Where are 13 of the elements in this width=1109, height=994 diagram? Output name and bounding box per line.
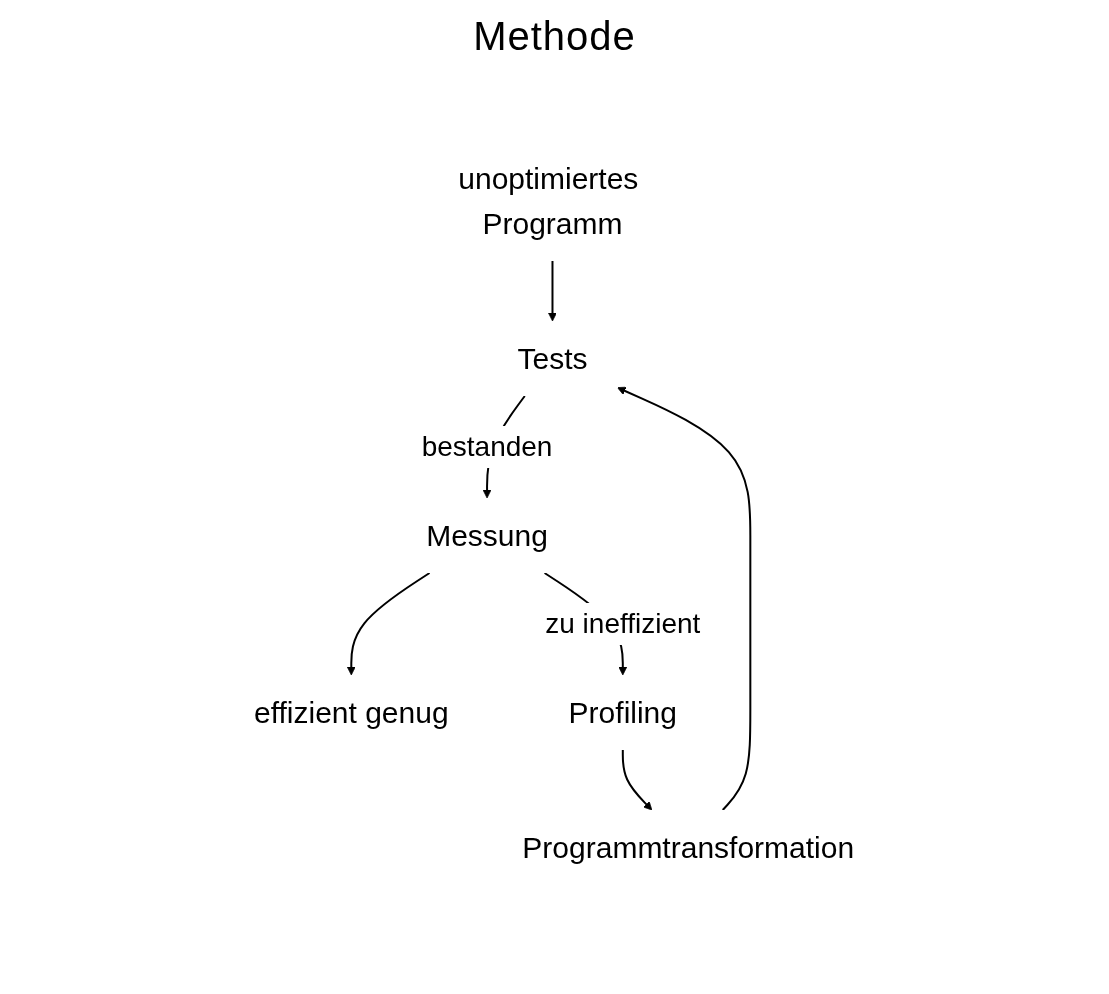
- edge-label: bestanden: [422, 431, 553, 462]
- arrow: [548, 260, 558, 322]
- arrow: [617, 386, 752, 811]
- node-text: Programmtransformation: [522, 831, 855, 864]
- node-text: unoptimiertes Programm: [458, 162, 639, 240]
- arrow: [622, 749, 653, 811]
- diagram-title: Methode: [472, 14, 637, 59]
- node-text: Profiling: [569, 696, 678, 729]
- node-text: Messung: [426, 519, 549, 552]
- node-text: Tests: [517, 342, 588, 375]
- node-text: effizient genug: [254, 696, 450, 729]
- edge-label: zu ineffizient: [545, 608, 701, 639]
- arrow: [347, 572, 431, 676]
